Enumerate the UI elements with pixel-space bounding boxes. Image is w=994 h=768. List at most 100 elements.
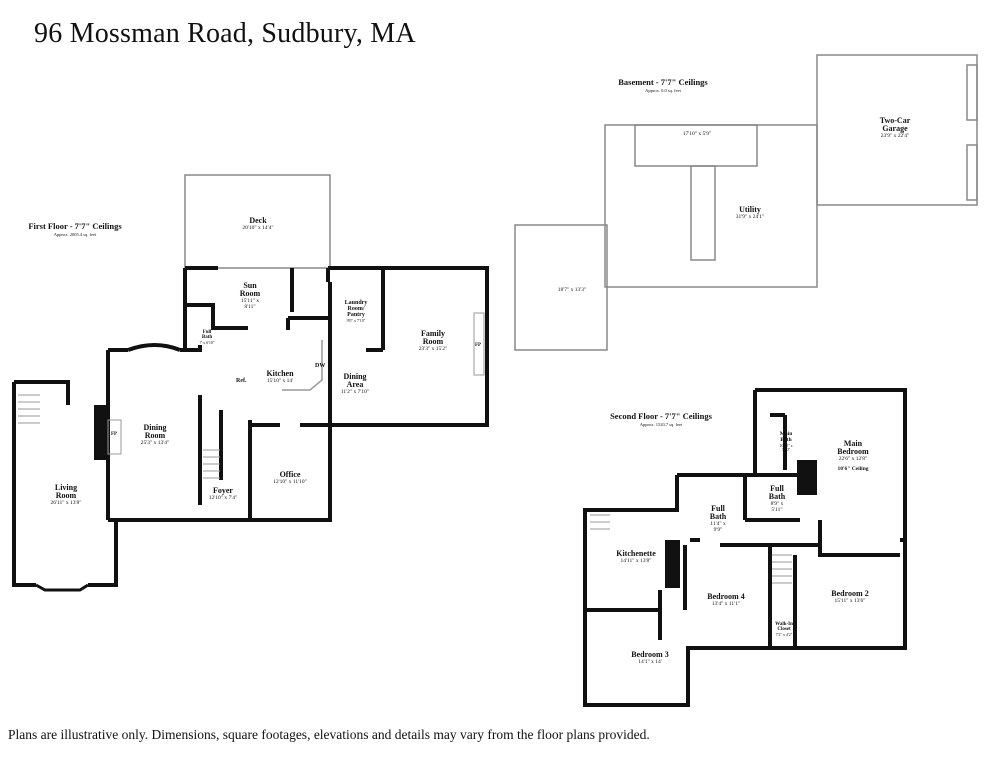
room-name: Full Bath xyxy=(709,504,727,521)
room-name: Walk-In Closet xyxy=(775,622,793,632)
dishwasher-marker: DW xyxy=(315,363,326,369)
room-dims: 8'9" x 5'11" xyxy=(770,501,784,513)
kitchen-walls xyxy=(286,316,330,330)
interior-walls xyxy=(585,520,900,648)
room-name: Dining Area xyxy=(343,372,367,389)
second-stairs xyxy=(590,514,792,584)
room-dims: 23'3" x 15'2" xyxy=(418,346,448,352)
room-basement-side: 18'7" x 13'3" xyxy=(558,287,586,294)
basement-title: Basement - 7'7" Ceilings Approx. 0.0 sq.… xyxy=(618,77,707,93)
room-dims: 20'10" x 14'4" xyxy=(242,225,274,231)
room-name: Full Bath xyxy=(768,484,786,501)
room-name: Bedroom 2 xyxy=(831,589,869,598)
bath-block xyxy=(797,460,817,495)
room-dims: 7' x 6'10" xyxy=(199,340,215,345)
room-name: Office xyxy=(279,470,301,479)
utility-closet xyxy=(690,165,716,261)
second-floor-heading: Second Floor - 7'7" Ceilings xyxy=(610,411,712,421)
second-floor-plan xyxy=(583,388,907,707)
room-dims: 13'4" x 11'1" xyxy=(711,601,741,607)
utility-outline xyxy=(604,124,818,288)
room-dims: 12'10" x 11'10" xyxy=(273,479,307,485)
foyer-stairs xyxy=(203,449,220,479)
room-dims: 17'10" x 5'9" xyxy=(682,131,712,137)
first-floor-title: First Floor - 7'7" Ceilings Approx. 2005… xyxy=(28,221,121,237)
first-floor-plan xyxy=(12,174,489,592)
family-room-walls xyxy=(326,266,489,427)
basement-heading: Basement - 7'7" Ceilings xyxy=(618,77,708,87)
room-dims: 18'7" x 13'3" xyxy=(557,287,587,293)
room-dims: 15'10" x 14' xyxy=(266,378,294,384)
interior-walls xyxy=(198,282,332,520)
room-dims: 12'10" x 7'4" xyxy=(208,495,238,501)
second-floor-title: Second Floor - 7'7" Ceilings Approx. 152… xyxy=(610,411,712,427)
room-name: Bedroom 4 xyxy=(707,592,745,601)
garage-door-1 xyxy=(966,64,978,121)
room-name: Kitchen xyxy=(266,369,294,378)
bath-walls xyxy=(677,473,800,542)
room-dims: 31'9" x 24'1" xyxy=(735,214,765,220)
first-floor-area: Approx. 2005.4 sq. feet xyxy=(53,232,97,237)
room-dims: 11'4" x 9'9" xyxy=(710,521,726,533)
basement-plan xyxy=(514,54,978,351)
room-name: Dining Room xyxy=(143,423,167,440)
room-dims: 11'2" x 7'10" xyxy=(340,389,370,395)
page-title: 96 Mossman Road, Sudbury, MA xyxy=(34,18,416,49)
basement-area: Approx. 0.0 sq. feet xyxy=(645,88,681,93)
living-room-walls xyxy=(12,380,118,587)
room-dims: 15'11" x 8'11" xyxy=(240,298,260,310)
room-dims: 25'3" x 13'4" xyxy=(140,440,170,446)
fp-dining-hearth xyxy=(107,419,122,455)
refrigerator-marker: Ref. xyxy=(236,378,247,384)
fireplace-marker-dining: FP xyxy=(111,432,118,437)
room-name: Main Bath xyxy=(779,431,793,443)
room-dims: 15'11" x 13'6" xyxy=(834,598,866,604)
room-name: Two-Car Garage xyxy=(879,116,911,133)
first-floor-heading: First Floor - 7'7" Ceilings xyxy=(28,221,122,231)
dining-bay xyxy=(127,343,181,352)
room-dims: 10'10" x 7'10" xyxy=(779,443,793,452)
fp-family-hearth xyxy=(473,312,485,376)
room-name: Full Bath xyxy=(201,330,213,340)
side-room-outline xyxy=(514,224,608,351)
room-dims: 7'2" x 4'2" xyxy=(775,632,793,637)
room-dims: 23'9" x 22'4" xyxy=(880,133,910,139)
chimney xyxy=(94,405,108,460)
room-name: Main Bedroom xyxy=(837,439,869,456)
room-dims: 22'6" x 12'8" xyxy=(838,456,868,462)
room-dims: 14'11" x 13'8" xyxy=(620,558,652,564)
fireplace-marker-family: FP xyxy=(475,343,482,348)
room-name: Kitchenette xyxy=(616,549,656,558)
garage-door-2 xyxy=(966,144,978,201)
ceiling-note: 10'6" Ceiling xyxy=(837,465,869,472)
room-dims: 26'11" x 13'8" xyxy=(50,500,82,506)
room-name: Family Room xyxy=(421,329,445,346)
second-floor-area: Approx. 1520.7 sq. feet xyxy=(639,422,683,427)
room-name: Sun Room xyxy=(239,281,261,298)
living-stairs xyxy=(18,394,40,424)
room-storage: 17'10" x 5'9" xyxy=(683,131,711,138)
room-name: Living Room xyxy=(54,483,78,500)
living-bay xyxy=(35,583,89,592)
deck-outline xyxy=(184,174,331,269)
chimney-2 xyxy=(665,540,680,588)
room-name: Utility xyxy=(739,205,761,214)
